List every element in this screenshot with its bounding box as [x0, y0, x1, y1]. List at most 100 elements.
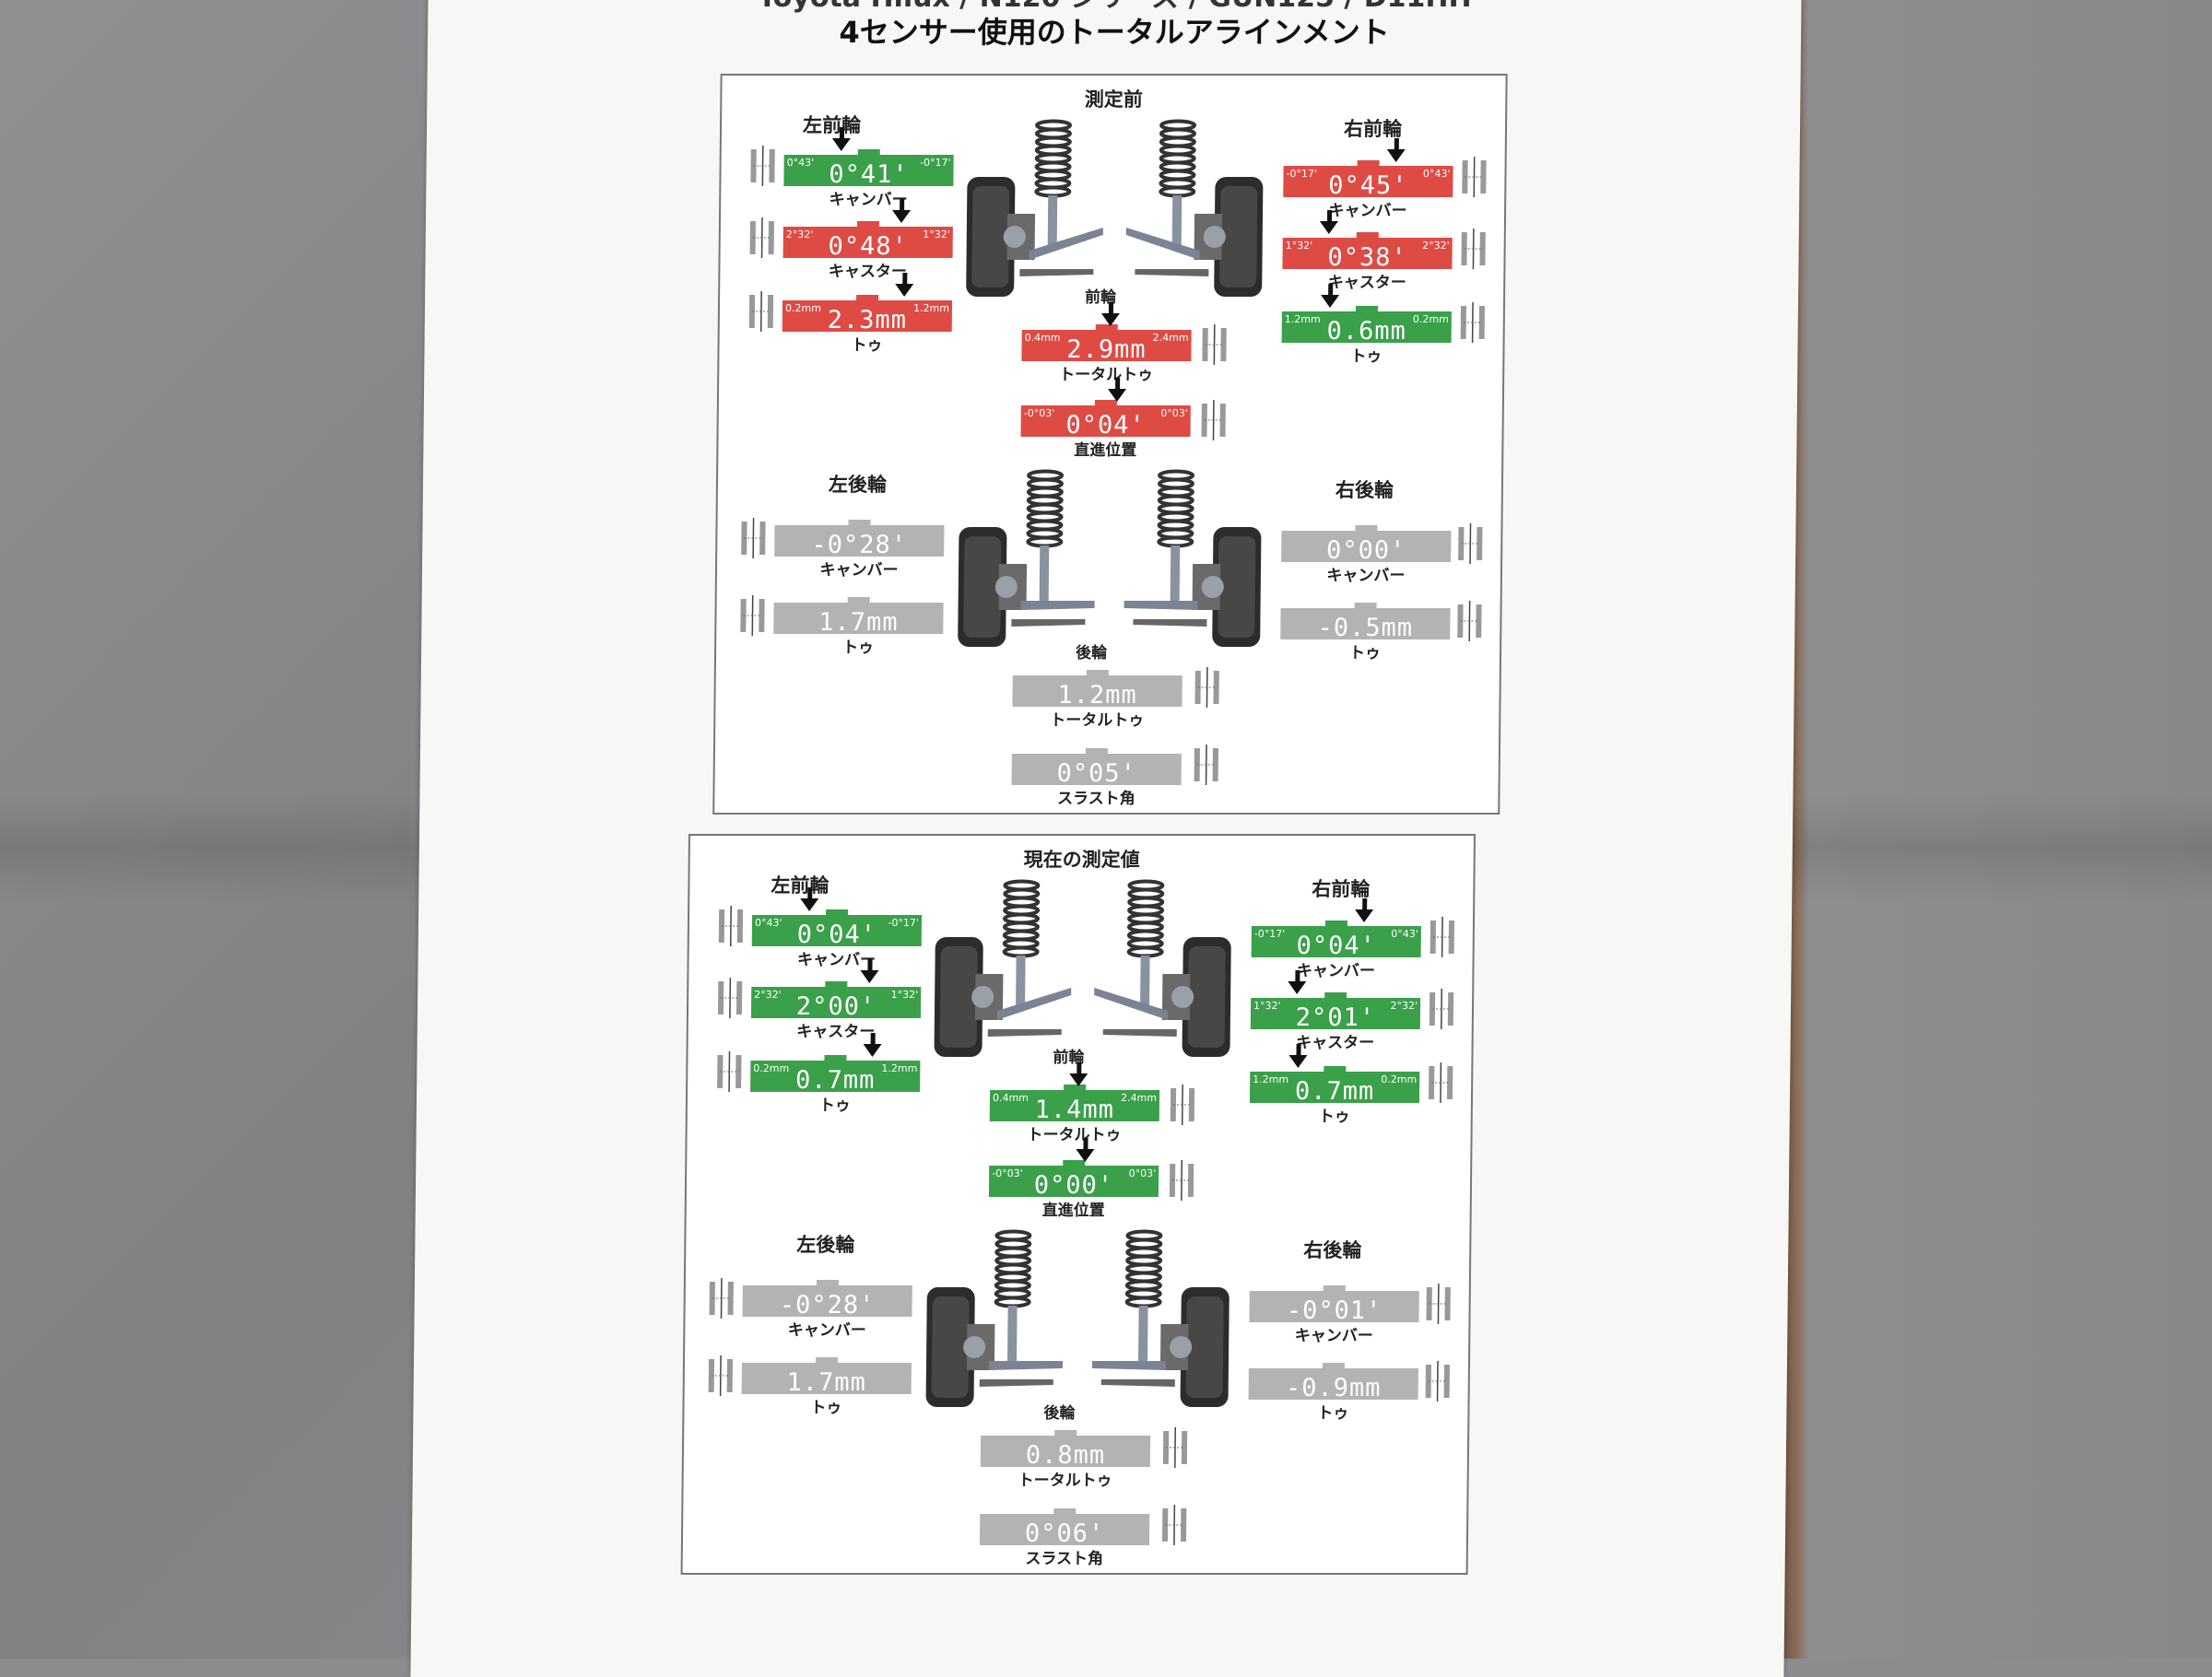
front-right-gauge-2-value: 0°38' — [1282, 243, 1452, 272]
front-left-gauge-2: 2°32'1°32'2°00'キャスター — [751, 981, 921, 1018]
front-left-gauge-2: 2°32'1°32'0°48'キャスター — [783, 221, 953, 258]
down-arrow-icon — [1108, 389, 1126, 402]
front-right-gauge-3-notch — [1356, 306, 1378, 315]
front-right-toe-diagram-icon — [1425, 1061, 1457, 1105]
rear-left-gauge-1-notch — [848, 520, 870, 529]
front-right-gauge-1: -0°17'0°43'0°45'キャンバー — [1283, 160, 1453, 197]
front-right-gauge-2: 1°32'2°32'2°01'キャスター — [1251, 992, 1420, 1029]
front-right-gauge-1-caption: キャンバー — [1283, 197, 1453, 220]
front-left-caster-wheel-icon — [747, 216, 779, 260]
rear-total-toe-car-icon — [1191, 665, 1223, 710]
rear-left-gauge-1-caption: キャンバー — [774, 557, 944, 580]
front-right-gauge-2: 1°32'2°32'0°38'キャスター — [1282, 232, 1452, 269]
front-right-gauge-3-arrow-stem — [1328, 284, 1333, 295]
panel-title: 測定前 — [722, 85, 1505, 112]
front-right-gauge-3-caption: トゥ — [1250, 1103, 1419, 1126]
down-arrow-icon — [1069, 1073, 1088, 1086]
front-right-gauge-1: -0°17'0°43'0°04'キャンバー — [1252, 921, 1421, 957]
straight-ahead-gauge-caption: 直進位置 — [1020, 437, 1190, 460]
down-arrow-icon — [1076, 1149, 1094, 1162]
front-left-gauge-3-caption: トゥ — [782, 332, 951, 355]
front-left-camber-diagram-icon — [747, 144, 779, 188]
front-left-gauge-2-value: 2°00' — [751, 992, 921, 1021]
down-arrow-icon — [1288, 1055, 1307, 1068]
down-arrow-icon — [1101, 313, 1120, 326]
rear-total-toe-gauge-caption: トータルトゥ — [1012, 707, 1182, 730]
front-right-gauge-1-notch — [1358, 160, 1380, 170]
straight-ahead-gauge-caption: 直進位置 — [989, 1197, 1159, 1220]
rear-right-gauge-2-notch — [1323, 1363, 1345, 1372]
front-right-gauge-2-notch — [1357, 232, 1379, 241]
straight-ahead-gauge-arrow-stem — [1083, 1138, 1088, 1149]
rear-right-gauge-1-value: -0°01' — [1249, 1296, 1418, 1325]
front-left-gauge-1-notch — [826, 909, 848, 919]
rear-right-camber-diagram-icon — [1422, 1282, 1454, 1326]
front-total-toe-gauge-arrow-stem — [1077, 1062, 1081, 1073]
front-right-gauge-1-value: 0°45' — [1283, 171, 1453, 200]
rear-total-toe-gauge-caption: トータルトゥ — [981, 1467, 1150, 1490]
rear-left-suspension-diagram — [947, 463, 1105, 665]
front-total-toe-gauge-value: 2.9mm — [1021, 335, 1191, 364]
front-left-gauge-1-arrow-stem — [840, 127, 844, 138]
rear-axle-label: 後輪 — [1043, 1400, 1075, 1423]
straight-ahead-gauge: -0°03'0°03'0°04'直進位置 — [1021, 400, 1191, 437]
down-arrow-icon — [1355, 909, 1373, 922]
front-left-label: 左前輪 — [771, 871, 829, 898]
rear-right-gauge-2-value: -0.9mm — [1249, 1374, 1418, 1402]
front-left-gauge-2-notch — [857, 221, 879, 230]
front-left-caster-wheel-icon — [714, 976, 747, 1020]
rear-left-label: 左後輪 — [829, 470, 887, 498]
rear-right-suspension-diagram — [1082, 1223, 1241, 1425]
front-left-gauge-3-notch — [824, 1055, 846, 1064]
front-left-toe-diagram-icon — [713, 1050, 746, 1094]
panel-title: 現在の測定値 — [690, 845, 1474, 873]
rear-left-suspension-diagram — [914, 1223, 1073, 1425]
front-right-gauge-2-value: 2°01' — [1251, 1003, 1420, 1032]
rear-total-toe-gauge-value: 1.2mm — [1012, 681, 1182, 710]
rear-left-gauge-2-notch — [816, 1357, 838, 1366]
front-total-toe-gauge-value: 1.4mm — [990, 1096, 1159, 1124]
rear-right-gauge-1-caption: キャンバー — [1281, 562, 1451, 585]
rear-total-toe-gauge-notch — [1054, 1430, 1077, 1439]
front-right-gauge-2-arrow-stem — [1295, 970, 1300, 981]
rear-total-toe-gauge-value: 0.8mm — [981, 1441, 1150, 1470]
down-arrow-icon — [1321, 295, 1339, 308]
down-arrow-icon — [1387, 149, 1406, 162]
front-right-suspension-diagram — [1084, 873, 1242, 1075]
front-left-gauge-3-value: 2.3mm — [782, 306, 952, 334]
front-left-camber-diagram-icon — [715, 904, 747, 948]
front-left-gauge-3-caption: トゥ — [750, 1092, 920, 1115]
rear-right-camber-diagram-icon — [1454, 522, 1487, 566]
front-right-gauge-2-arrow-stem — [1327, 210, 1332, 221]
front-left-gauge-3-value: 0.7mm — [750, 1066, 920, 1095]
front-left-gauge-3-arrow-stem — [902, 273, 907, 284]
rear-left-gauge-1-caption: キャンバー — [742, 1317, 912, 1340]
front-right-gauge-3-value: 0.6mm — [1282, 317, 1452, 346]
report-title: 4センサー使用のトータルアラインメント — [428, 9, 1801, 52]
thrust-angle-gauge: 0°06'スラスト角 — [980, 1508, 1149, 1545]
rear-left-gauge-1: -0°28'キャンバー — [774, 520, 944, 557]
rear-right-gauge-1: 0°00'キャンバー — [1281, 525, 1451, 562]
front-right-gauge-1-arrow-stem — [1394, 138, 1399, 149]
rear-axle-label: 後輪 — [1076, 639, 1107, 663]
front-total-toe-gauge-caption: トータルトゥ — [989, 1121, 1159, 1144]
rear-right-gauge-2-caption: トゥ — [1248, 1400, 1418, 1423]
rear-left-gauge-2-caption: トゥ — [741, 1394, 911, 1417]
rear-left-label: 左後輪 — [796, 1230, 854, 1258]
down-arrow-icon — [895, 284, 913, 297]
rear-right-suspension-diagram — [1114, 463, 1273, 665]
thrust-angle-icon — [1191, 743, 1223, 787]
rear-left-gauge-1: -0°28'キャンバー — [743, 1280, 912, 1317]
thrust-angle-gauge-value: 0°06' — [980, 1519, 1149, 1548]
front-left-gauge-2-arrow-stem — [867, 959, 872, 970]
front-right-gauge-3-arrow-stem — [1296, 1044, 1300, 1055]
rear-left-camber-diagram-icon — [737, 516, 770, 560]
front-total-toe-gauge-caption: トータルトゥ — [1021, 361, 1191, 384]
rear-right-gauge-1: -0°01'キャンバー — [1249, 1285, 1418, 1322]
